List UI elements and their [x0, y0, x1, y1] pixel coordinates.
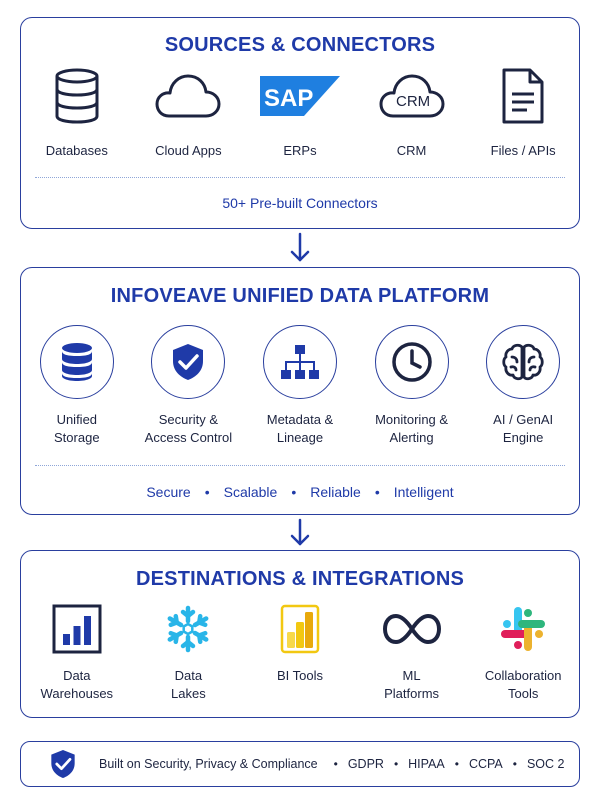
destination-data-warehouses: Data Warehouses	[21, 603, 133, 703]
file-icon	[501, 66, 545, 126]
clock-icon	[374, 325, 449, 399]
destination-label-line1: Collaboration	[484, 668, 562, 683]
platform-label-line1: AI / GenAI	[493, 412, 554, 427]
platform-label-line1: Metadata &	[266, 412, 334, 427]
destination-label-line2: Platforms	[384, 686, 440, 701]
source-label: Files / APIs	[490, 143, 556, 158]
hierarchy-icon	[262, 325, 337, 399]
platform-title: INFOVEAVE UNIFIED DATA PLATFORM	[110, 285, 490, 307]
pillar-separator: •	[291, 484, 297, 500]
compliance-separator: •	[454, 757, 459, 771]
down-arrow-icon	[290, 518, 310, 546]
destination-label-line2: Lakes	[171, 686, 206, 701]
destination-label-line1: Data	[63, 668, 91, 683]
destination-ml-platforms: ML Platforms	[356, 603, 468, 703]
destination-label-line2: Warehouses	[40, 686, 114, 701]
bar-chart-icon	[52, 603, 102, 655]
sources-row: Databases Cloud Apps SAP ERPs	[21, 66, 579, 160]
pillar-scalable: Scalable	[223, 484, 278, 500]
database-icon	[52, 66, 102, 126]
destination-collaboration: Collaboration Tools	[467, 603, 579, 703]
compliance-text: Built on Security, Privacy & Compliance	[99, 757, 318, 771]
platform-label-line2: Alerting	[389, 430, 434, 445]
pillar-separator: •	[374, 484, 380, 500]
source-erps: SAP ERPs	[244, 66, 356, 160]
badge-ccpa: CCPA	[468, 757, 503, 771]
compliance-separator: •	[512, 757, 517, 771]
snowflake-icon	[164, 603, 212, 655]
badge-soc2: SOC 2	[526, 757, 565, 771]
destination-bi-tools: BI Tools	[244, 603, 356, 703]
sap-logo-icon: SAP	[259, 66, 340, 126]
source-crm: CRM CRM	[356, 66, 468, 160]
platform-label-line2: Engine	[502, 430, 544, 445]
compliance-separator: •	[333, 757, 338, 771]
power-bi-icon	[278, 603, 322, 655]
badge-hipaa: HIPAA	[408, 757, 445, 771]
sources-panel: SOURCES & CONNECTORS Databases Cloud App…	[20, 17, 580, 229]
source-files-apis: Files / APIs	[467, 66, 579, 160]
platform-label-line1: Monitoring &	[375, 412, 449, 427]
destination-label-line1: ML	[402, 668, 421, 683]
badge-gdpr: GDPR	[347, 757, 384, 771]
platform-row: Unified Storage Security & Access Contro…	[21, 325, 579, 447]
crm-cloud-icon: CRM	[379, 66, 445, 126]
destination-label-line2: Tools	[507, 686, 539, 701]
platform-ai-engine: AI / GenAI Engine	[467, 325, 579, 447]
source-databases: Databases	[21, 66, 133, 160]
destination-data-lakes: Data Lakes	[133, 603, 245, 703]
platform-label-line2: Access Control	[144, 430, 233, 445]
sap-logo-text: SAP	[264, 85, 313, 112]
platform-metadata: Metadata & Lineage	[244, 325, 356, 447]
storage-icon	[39, 325, 114, 399]
shield-check-icon	[151, 325, 226, 399]
source-cloud-apps: Cloud Apps	[133, 66, 245, 160]
down-arrow-icon	[290, 232, 310, 262]
pillar-intelligent: Intelligent	[393, 484, 454, 500]
connectors-count: 50+ Pre-built Connectors	[222, 195, 378, 211]
pillar-reliable: Reliable	[310, 484, 361, 500]
platform-panel: INFOVEAVE UNIFIED DATA PLATFORM Unified …	[20, 267, 580, 515]
brain-icon	[486, 325, 561, 399]
destinations-panel: DESTINATIONS & INTEGRATIONS Data Warehou…	[20, 550, 580, 718]
source-label: Cloud Apps	[155, 143, 222, 158]
pillar-separator: •	[204, 484, 210, 500]
sources-title: SOURCES & CONNECTORS	[164, 34, 436, 56]
crm-logo-text: CRM	[396, 93, 430, 110]
platform-divider	[35, 465, 565, 466]
destination-label-line1: Data	[174, 668, 203, 683]
cloud-icon	[155, 66, 221, 126]
platform-security: Security & Access Control	[133, 325, 245, 447]
destinations-title: DESTINATIONS & INTEGRATIONS	[136, 568, 464, 590]
platform-label-line2: Storage	[54, 430, 100, 445]
compliance-separator: •	[393, 757, 399, 771]
slack-icon	[499, 603, 547, 655]
pillar-secure: Secure	[146, 484, 191, 500]
platform-label-line1: Security &	[158, 412, 219, 427]
compliance-bar: Built on Security, Privacy & Compliance …	[20, 741, 580, 787]
destination-label-line1: BI Tools	[276, 668, 323, 683]
platform-unified-storage: Unified Storage	[21, 325, 133, 447]
platform-pillars: Secure • Scalable • Reliable • Intellige…	[21, 484, 579, 500]
platform-label-line2: Lineage	[276, 430, 324, 445]
source-label: CRM	[396, 143, 427, 158]
sources-divider	[35, 177, 565, 178]
platform-label-line1: Unified	[56, 412, 98, 427]
destinations-row: Data Warehouses	[21, 603, 579, 703]
source-label: Databases	[45, 143, 108, 158]
platform-monitoring: Monitoring & Alerting	[356, 325, 468, 447]
source-label: ERPs	[283, 143, 317, 158]
shield-check-icon	[51, 750, 75, 778]
infinity-icon	[382, 603, 442, 655]
